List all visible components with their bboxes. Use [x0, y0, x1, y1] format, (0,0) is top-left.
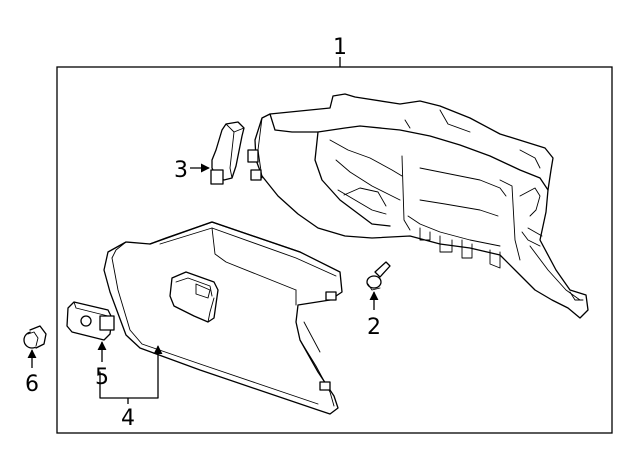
- callout-4-bracket: [99, 371, 159, 399]
- latch: [210, 121, 245, 185]
- callout-6-label: 6: [25, 372, 39, 397]
- assembly-frame: [56, 66, 613, 434]
- glove-box-door: [103, 221, 343, 415]
- callout-5-label: 5: [95, 365, 109, 390]
- callout-4-label: 4: [121, 406, 135, 431]
- callout-1-label: 1: [333, 35, 347, 60]
- glove-box-housing: [247, 93, 589, 319]
- bumper: [23, 325, 47, 349]
- screw: [366, 261, 391, 291]
- callout-3-label: 3: [174, 158, 188, 183]
- lock-insert: [66, 301, 115, 341]
- callout-2-label: 2: [367, 315, 381, 340]
